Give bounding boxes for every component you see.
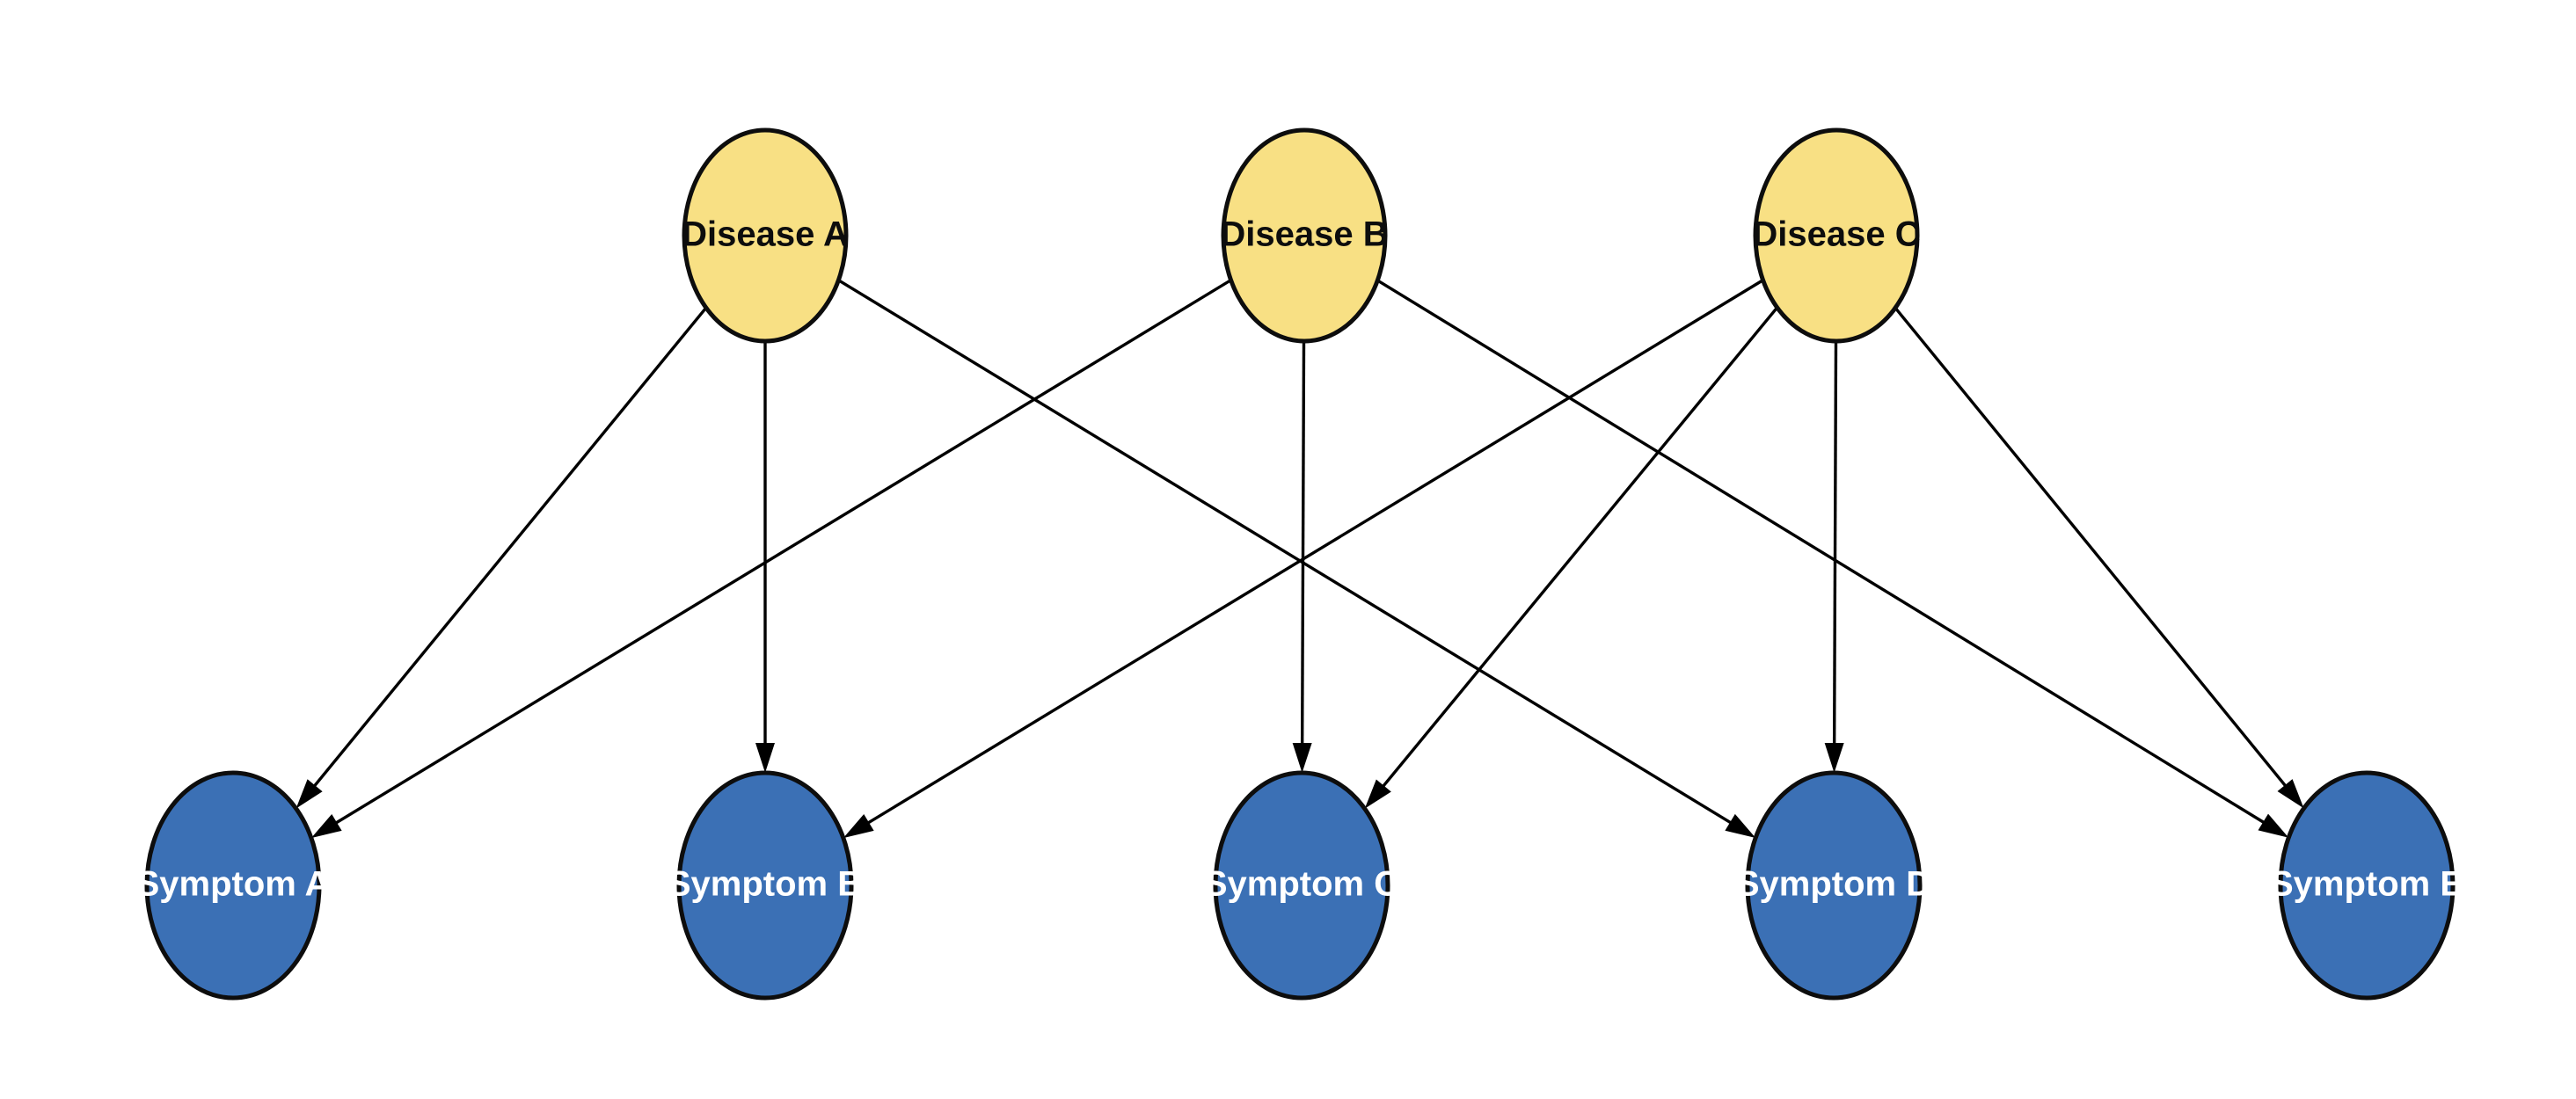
edge-line	[864, 279, 1764, 826]
edge-disease-b-to-symptom-a	[310, 279, 1232, 839]
edge-disease-c-to-symptom-e	[1894, 307, 2304, 809]
node-symptom-c[interactable]: Symptom C	[1204, 770, 1399, 1001]
arrow-head-icon	[1725, 813, 1756, 838]
node-disease-a[interactable]: Disease A	[682, 127, 849, 344]
node-disease-b[interactable]: Disease B	[1220, 127, 1389, 344]
symptom-node-shape[interactable]	[144, 770, 322, 1001]
edge-disease-b-to-symptom-c	[1292, 340, 1312, 773]
arrow-head-icon	[2258, 813, 2289, 838]
edge-line	[1832, 340, 1838, 748]
disease-node-shape[interactable]	[682, 127, 849, 344]
arrow-head-icon	[843, 814, 874, 839]
edge-disease-a-to-symptom-b	[755, 341, 775, 773]
edge-disease-c-to-symptom-c	[1364, 306, 1779, 809]
arrow-head-icon	[310, 814, 342, 839]
edge-line	[1894, 307, 2289, 790]
arrow-head-icon	[296, 779, 323, 809]
symptom-node-shape[interactable]	[676, 770, 854, 1001]
node-symptom-e[interactable]: Symptom E	[2270, 770, 2463, 1001]
node-symptom-b[interactable]: Symptom B	[668, 770, 863, 1001]
arrow-head-icon	[2277, 779, 2304, 809]
node-disease-c[interactable]: Disease C	[1752, 127, 1921, 344]
arrow-head-icon	[1364, 779, 1391, 809]
symptom-node-shape[interactable]	[1213, 770, 1390, 1001]
disease-node-shape[interactable]	[1753, 127, 1920, 344]
edge-disease-a-to-symptom-a	[296, 306, 708, 809]
edge-disease-a-to-symptom-d	[837, 279, 1756, 838]
edges-layer	[296, 279, 2304, 839]
edge-line	[332, 279, 1232, 826]
node-symptom-a[interactable]: Symptom A	[136, 770, 331, 1001]
arrow-head-icon	[1292, 742, 1312, 773]
edge-line	[837, 279, 1735, 826]
edge-line	[1379, 306, 1779, 790]
edge-disease-c-to-symptom-d	[1824, 340, 1844, 773]
edge-line	[1300, 340, 1306, 748]
nodes-layer: Disease A Disease B Disease C Symptom A Symp…	[136, 127, 2463, 1001]
node-symptom-d[interactable]: Symptom D	[1736, 770, 1931, 1001]
arrow-head-icon	[1824, 742, 1844, 773]
edge-disease-b-to-symptom-e	[1376, 279, 2289, 838]
edge-disease-c-to-symptom-b	[843, 279, 1764, 839]
edge-line	[310, 306, 708, 790]
symptom-node-shape[interactable]	[2278, 770, 2456, 1001]
edge-line	[1376, 279, 2268, 826]
arrow-head-icon	[755, 743, 775, 773]
symptom-node-shape[interactable]	[1745, 770, 1923, 1001]
disease-node-shape[interactable]	[1221, 127, 1388, 344]
